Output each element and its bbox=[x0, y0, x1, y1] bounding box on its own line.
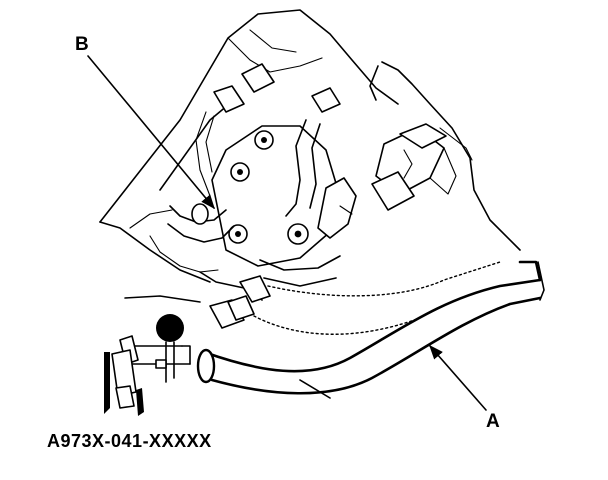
throttle-body bbox=[211, 119, 357, 267]
mounting-clips bbox=[195, 63, 341, 197]
vacuum-pump-tool bbox=[104, 314, 191, 416]
hose-a bbox=[196, 260, 545, 399]
callout-b-leader bbox=[87, 55, 215, 210]
callout-a-leader bbox=[429, 344, 487, 411]
lower-fittings bbox=[209, 255, 341, 329]
callout-b-label: B bbox=[75, 34, 89, 55]
callout-a-label: A bbox=[486, 411, 500, 432]
hidden-hose-routing bbox=[253, 261, 501, 335]
hose-b bbox=[149, 203, 271, 303]
engine-housing bbox=[99, 9, 521, 303]
tool-part-number: A973X-041-XXXXX bbox=[47, 431, 212, 451]
connector-assembly bbox=[371, 123, 473, 211]
